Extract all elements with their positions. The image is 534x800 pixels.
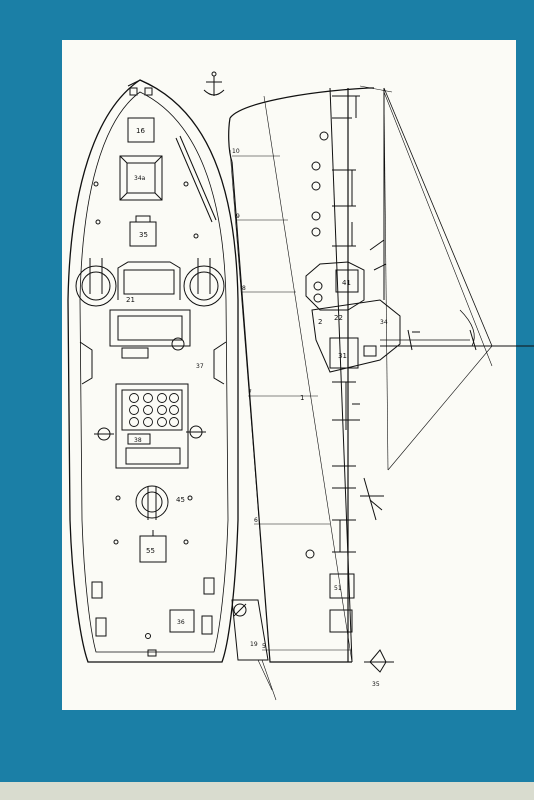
profile-labels: 10 9 8 7 6 5 1 2 41 22 31 34 51 19 35 [232, 148, 388, 688]
profile-label-7: 7 [248, 389, 252, 396]
plan-view [67, 79, 239, 663]
profile-label-9: 9 [236, 213, 240, 220]
plan-label-16: 16 [136, 127, 145, 135]
profile-label-34: 34 [380, 319, 388, 326]
ship-plans-drawing: 16 34a 35 21 37 38 45 55 36 [67, 71, 534, 701]
plan-label-36: 36 [177, 619, 185, 626]
plan-labels: 16 34a 35 21 37 38 45 55 36 [126, 127, 204, 626]
profile-view [228, 85, 534, 701]
profile-label-8: 8 [242, 285, 246, 292]
profile-label-22: 22 [334, 314, 343, 322]
profile-label-5: 5 [262, 643, 266, 650]
drawing-sheet [62, 40, 516, 710]
profile-label-31: 31 [338, 352, 347, 360]
profile-label-19: 19 [250, 641, 258, 648]
profile-label-51: 51 [334, 585, 342, 592]
plan-label-21: 21 [126, 296, 135, 304]
profile-label-2: 2 [318, 318, 322, 326]
plan-label-55: 55 [146, 547, 155, 555]
plan-label-35: 35 [139, 231, 148, 239]
outer-margin [0, 782, 534, 800]
anchor-icon [203, 71, 225, 96]
profile-label-10: 10 [232, 148, 240, 155]
profile-label-35: 35 [372, 681, 380, 688]
plan-label-45: 45 [176, 496, 185, 504]
profile-label-1: 1 [300, 394, 304, 402]
plan-label-37: 37 [196, 363, 204, 370]
profile-label-41: 41 [342, 279, 351, 287]
profile-label-6: 6 [254, 517, 258, 524]
plan-label-38: 38 [134, 437, 142, 444]
plan-label-34a: 34a [134, 175, 146, 182]
